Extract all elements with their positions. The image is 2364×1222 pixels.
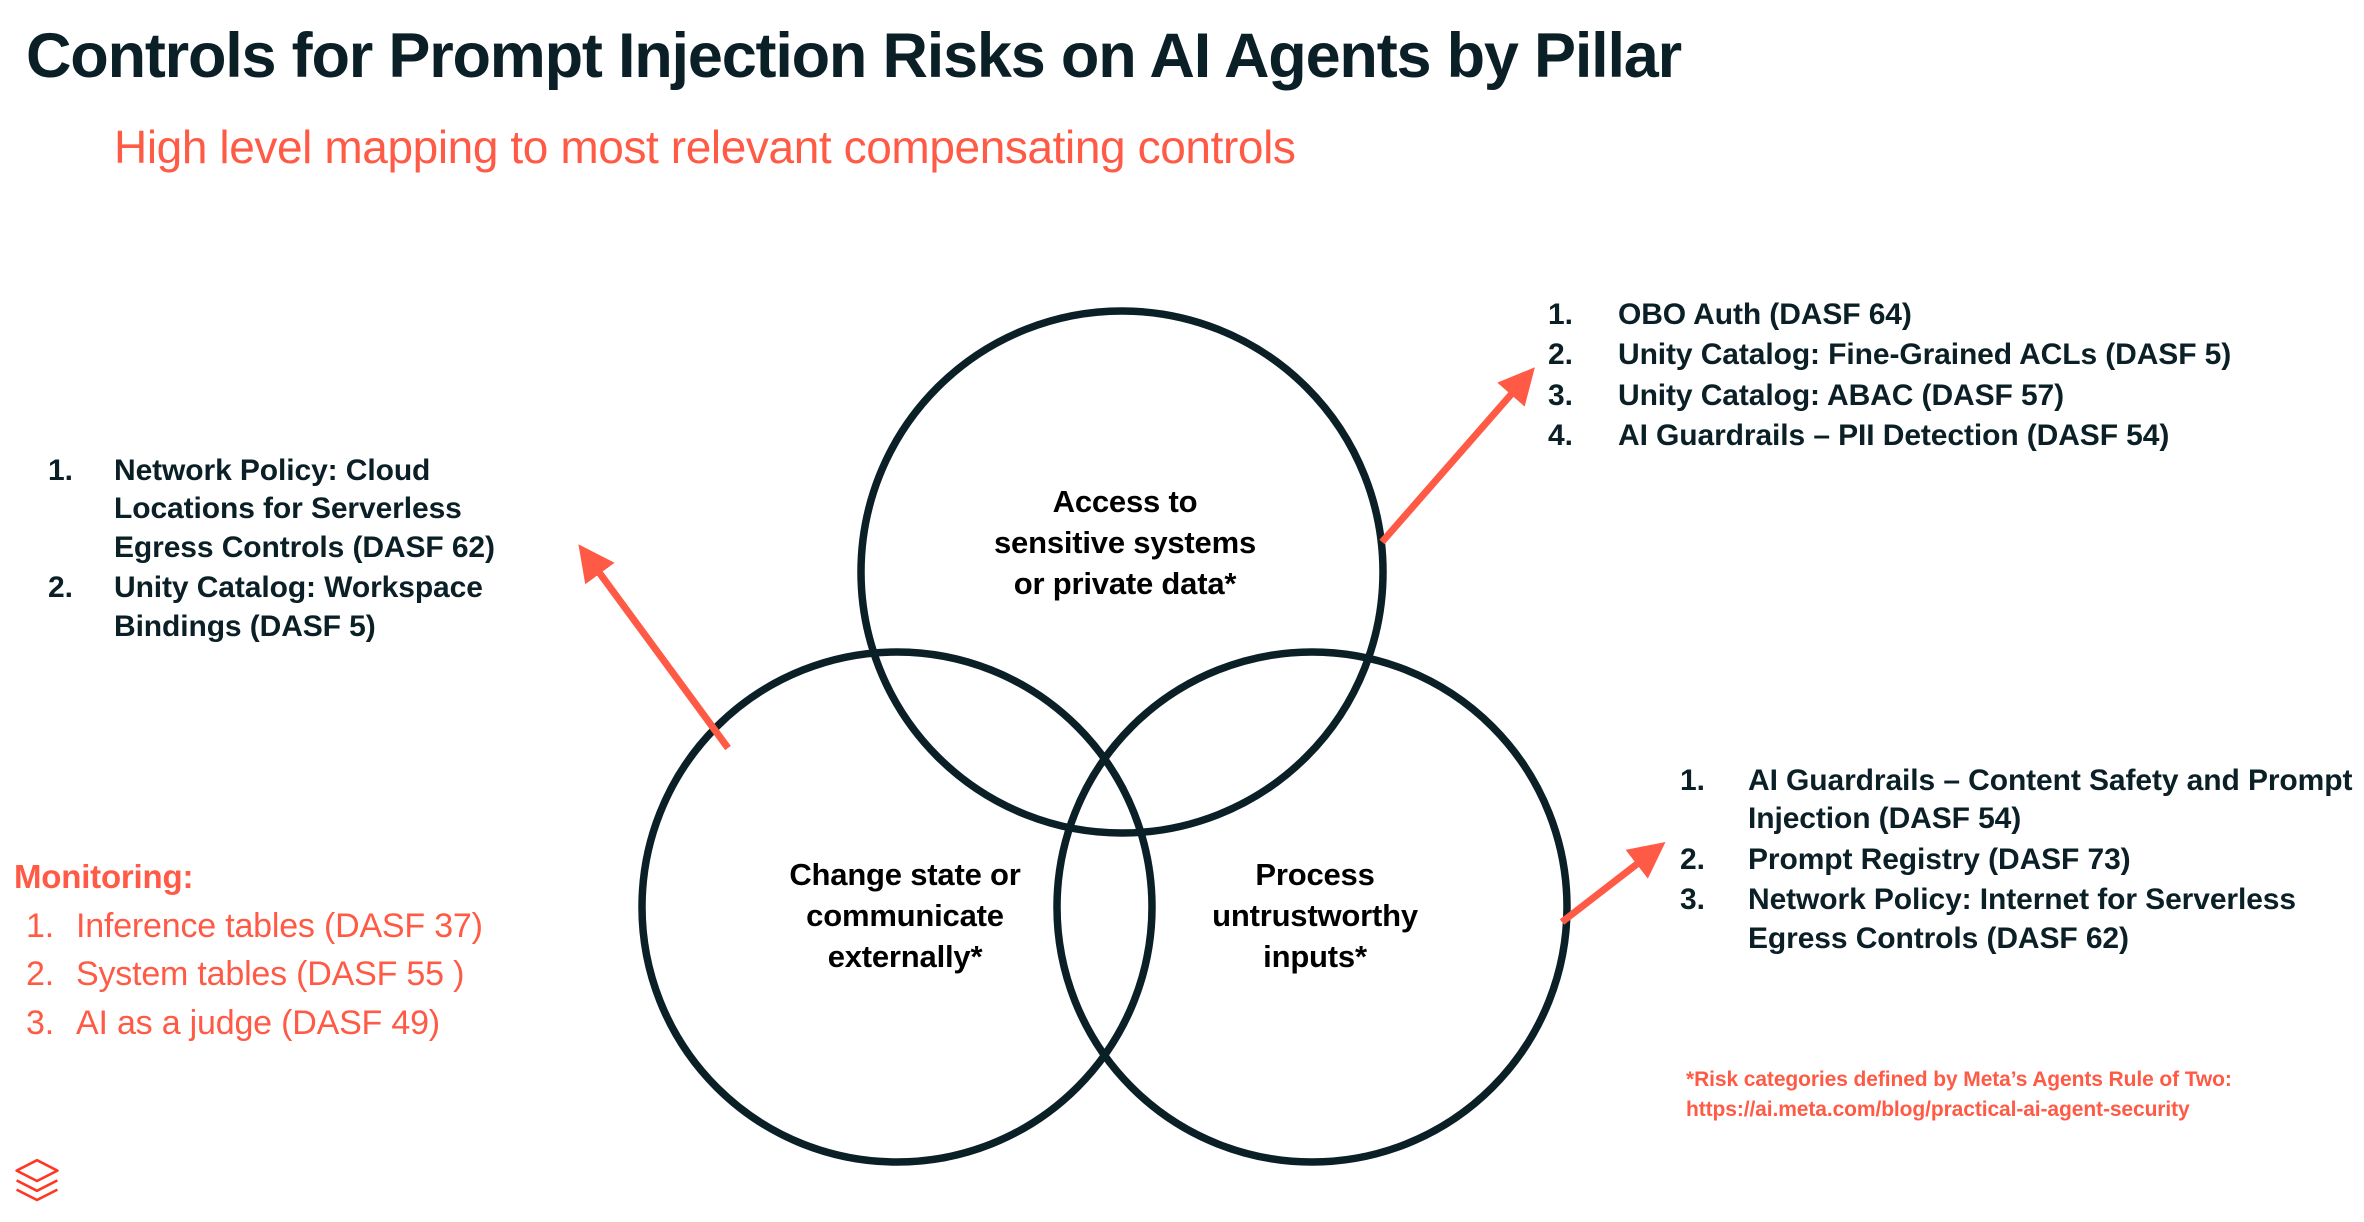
list-item: 3. Unity Catalog: ABAC (DASF 57) <box>1548 377 2358 415</box>
list-item-label: Network Policy: Internet for Serverless … <box>1748 883 2296 955</box>
list-item-number: 1. <box>1548 298 1573 331</box>
list-item-label: Unity Catalog: Workspace Bindings (DASF … <box>114 571 483 643</box>
list-item-number: 1. <box>1680 764 1705 797</box>
footnote: *Risk categories defined by Meta’s Agent… <box>1686 1065 2346 1125</box>
list-item: 3. Network Policy: Internet for Serverle… <box>1680 881 2364 958</box>
list-item: 2. Prompt Registry (DASF 73) <box>1680 841 2364 879</box>
list-item-label: Network Policy: Cloud Locations for Serv… <box>114 454 495 564</box>
venn-label-access-line2: sensitive systems <box>994 524 1256 560</box>
venn-circle-access <box>857 307 1387 837</box>
list-item: 1. Network Policy: Cloud Locations for S… <box>48 452 518 567</box>
list-item-number: 1. <box>48 454 73 487</box>
list-item: 2. Unity Catalog: Workspace Bindings (DA… <box>48 569 518 646</box>
monitoring-block: Monitoring: 1. Inference tables (DASF 37… <box>14 858 634 1047</box>
list-item-number: 2. <box>1548 338 1573 372</box>
list-item-label: OBO Auth (DASF 64) <box>1618 298 1912 331</box>
list-item-label: Inference tables (DASF 37) <box>76 907 483 945</box>
list-item-label: AI as a judge (DASF 49) <box>76 1003 440 1042</box>
venn-label-access-line3: or private data* <box>1013 565 1237 601</box>
venn-label-access-line1: Access to <box>1052 484 1198 519</box>
venn-label-change-state-line1: Change state or <box>789 857 1021 892</box>
list-item-number: 2. <box>26 955 54 994</box>
venn-label-access: Access to sensitive systems or private d… <box>930 482 1320 605</box>
controls-list-top-right: 1. OBO Auth (DASF 64) 2. Unity Catalog: … <box>1548 296 2358 458</box>
list-item-label: System tables (DASF 55 ) <box>76 955 465 994</box>
list-item-label: AI Guardrails – Content Safety and Promp… <box>1748 764 2353 836</box>
list-item-number: 2. <box>1680 842 1705 876</box>
list-item: 3. AI as a judge (DASF 49) <box>14 999 634 1047</box>
list-item-number: 3. <box>1548 378 1573 412</box>
monitoring-title: Monitoring: <box>14 858 194 895</box>
list-item-number: 3. <box>1680 883 1705 917</box>
databricks-logo <box>14 1157 60 1205</box>
controls-list-left: 1. Network Policy: Cloud Locations for S… <box>48 452 518 648</box>
list-item: 2. System tables (DASF 55 ) <box>14 950 634 998</box>
footnote-line-2[interactable]: https://ai.meta.com/blog/practical-ai-ag… <box>1686 1097 2190 1121</box>
venn-label-change-state-line2: communicate <box>806 897 1004 933</box>
page-title: Controls for Prompt Injection Risks on A… <box>26 21 1682 91</box>
venn-label-change-state-line3: externally* <box>827 938 983 974</box>
list-item-label: Prompt Registry (DASF 73) <box>1748 842 2131 876</box>
list-item-number: 4. <box>1548 419 1573 453</box>
venn-label-untrusted-input-line2: untrustworthy <box>1212 897 1418 933</box>
list-item-number: 1. <box>26 907 54 945</box>
list-item-number: 2. <box>48 571 73 605</box>
venn-label-untrusted-input: Process untrustworthy inputs* <box>1130 855 1500 978</box>
list-item-number: 3. <box>26 1003 54 1042</box>
list-item: 1. AI Guardrails – Content Safety and Pr… <box>1680 762 2364 839</box>
controls-list-bottom-right: 1. AI Guardrails – Content Safety and Pr… <box>1680 762 2364 960</box>
list-item: 1. OBO Auth (DASF 64) <box>1548 296 2358 334</box>
venn-diagram <box>600 280 1620 1200</box>
footnote-line-1: *Risk categories defined by Meta’s Agent… <box>1686 1068 2232 1091</box>
venn-label-untrusted-input-line1: Process <box>1255 857 1375 892</box>
list-item: 4. AI Guardrails – PII Detection (DASF 5… <box>1548 417 2358 455</box>
venn-circle-change-state <box>638 648 1156 1166</box>
venn-label-untrusted-input-line3: inputs* <box>1263 938 1367 974</box>
list-item-label: AI Guardrails – PII Detection (DASF 54) <box>1618 419 2170 453</box>
venn-label-change-state: Change state or communicate externally* <box>705 855 1105 978</box>
list-item: 2. Unity Catalog: Fine-Grained ACLs (DAS… <box>1548 336 2358 374</box>
list-item-label: Unity Catalog: Fine-Grained ACLs (DASF 5… <box>1618 338 2232 372</box>
list-item: 1. Inference tables (DASF 37) <box>14 902 634 950</box>
page-subtitle: High level mapping to most relevant comp… <box>114 121 1296 173</box>
list-item-label: Unity Catalog: ABAC (DASF 57) <box>1618 378 2065 412</box>
